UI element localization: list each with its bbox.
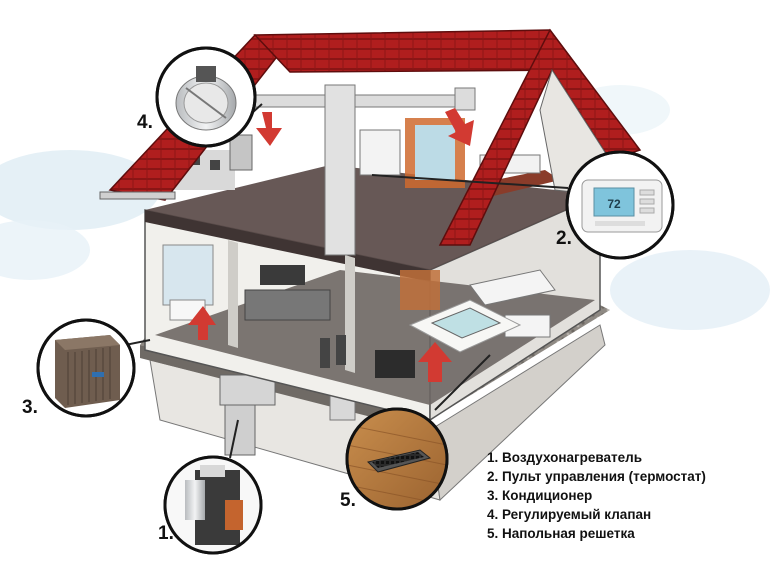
thermostat-screen-reading: 72 [607,197,621,211]
arrow-down-attic-1 [256,112,282,146]
legend-item-floor-grille: 5. Напольная решетка [487,526,635,541]
airflow-arrows [188,108,474,382]
arrow-down-attic-2 [445,108,474,146]
attic-ducts [249,84,476,256]
legend-item-damper: 4. Регулируемый клапан [487,507,652,522]
callout-damper [155,46,257,148]
legend: 1. Воздухонагреватель 2. Пульт управлени… [487,448,767,543]
living-room [162,244,556,378]
callout-floor-grille [345,407,449,511]
grille-number-label: 5. [340,490,356,511]
heater-number-label: 1. [158,523,174,544]
callout-lines [124,103,569,459]
legend-item-air-conditioner: 3. Кондиционер [487,488,593,503]
arrow-up-living [418,342,452,382]
thermostat-number-label: 2. [556,228,572,249]
arrow-up-bathroom [188,306,216,340]
callout-thermostat: 72 [565,150,675,260]
ac-number-label: 3. [22,397,38,418]
legend-item-heater: 1. Воздухонагреватель [487,450,643,465]
callout-air-conditioner [36,318,136,418]
callout-heater [163,455,263,555]
damper-number-label: 4. [137,112,153,133]
legend-item-thermostat: 2. Пульт управления (термостат) [487,469,706,484]
